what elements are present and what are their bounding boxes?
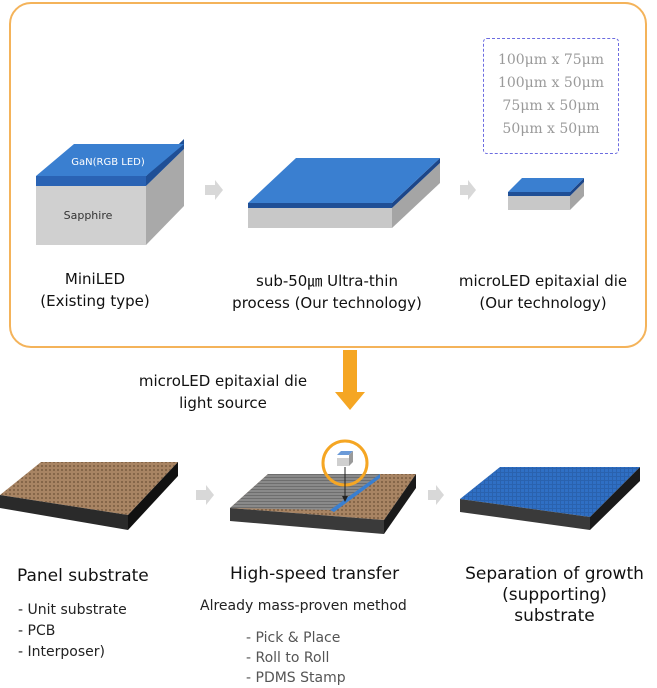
separation-graphic [460,467,640,530]
panel-substrate-list: - Unit substrate - PCB - Interposer) [18,600,127,663]
arrow-right-icon [205,180,223,200]
transfer-graphic [230,439,416,534]
list-item: - Unit substrate [18,602,127,618]
list-item: - PDMS Stamp [246,670,346,686]
microled-die-caption: microLED epitaxial die (Our technology) [458,272,628,312]
sapphire-label: Sapphire [64,209,113,222]
miniled-caption: MiniLED (Existing type) [40,270,150,310]
list-item: - Roll to Roll [246,650,330,666]
gan-label: GaN(RGB LED) [71,157,145,168]
arrow-right-icon [460,180,476,200]
panel-substrate-graphic [0,462,178,530]
ultra-thin-wafer [248,158,440,228]
arrow-right-icon [196,485,214,505]
dimension-3: 75μm x 50μm [502,98,600,114]
ultra-thin-caption: sub-50㎛ Ultra-thin process (Our technolo… [232,272,422,312]
dimension-4: 50μm x 50μm [502,121,600,137]
down-arrow-icon [335,350,365,410]
light-source-label: microLED epitaxial die light source [138,372,308,412]
separation-title: Separation of growth (supporting) substr… [465,564,644,626]
panel-substrate-title: Panel substrate [17,566,149,586]
microled-die [508,178,584,210]
dimension-1: 100μm x 75μm [497,52,605,68]
arrow-right-icon [428,485,444,505]
transfer-subtitle: Already mass-proven method [200,598,407,614]
miniled-block: GaN(RGB LED) Sapphire [36,139,184,245]
die-dimensions-box: 100μm x 75μm 100μm x 50μm 75μm x 50μm 50… [483,38,619,154]
list-item: - Interposer) [18,644,105,660]
list-item: - Pick & Place [246,630,341,646]
list-item: - PCB [18,623,56,639]
transfer-method-list: - Pick & Place - Roll to Roll - PDMS Sta… [246,628,346,688]
transfer-title: High-speed transfer [230,564,400,584]
dimension-2: 100μm x 50μm [497,75,605,91]
